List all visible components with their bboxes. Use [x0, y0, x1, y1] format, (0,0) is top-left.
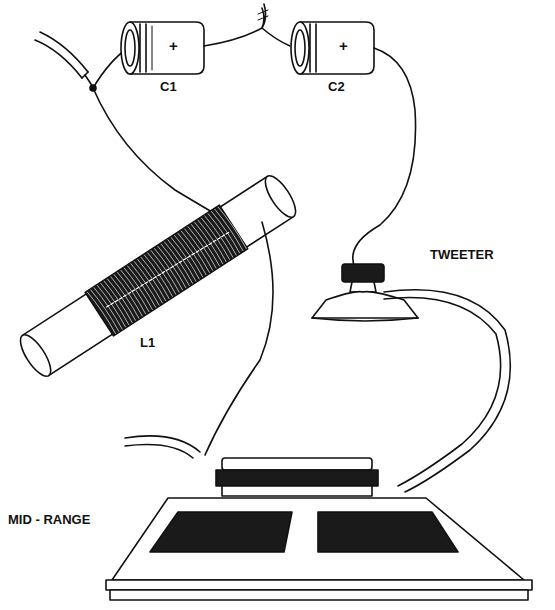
mid-range-speaker [106, 458, 532, 600]
part-label: L1 [140, 336, 155, 349]
output-cable [125, 436, 200, 452]
twisted-wire [258, 10, 268, 20]
capacitor-c1 [121, 22, 204, 74]
inductor-l1 [14, 170, 302, 382]
output-cable [125, 445, 193, 459]
cable [384, 290, 510, 492]
coil-winding [215, 208, 244, 251]
wire [93, 88, 212, 212]
part-label: TWEETER [430, 248, 494, 261]
polarity-mark: + [338, 38, 349, 53]
coil-winding [218, 206, 247, 249]
input-cable [40, 32, 88, 72]
part-label: C2 [328, 80, 345, 93]
twisted-wire [204, 4, 266, 46]
wire [205, 222, 273, 455]
wire [262, 28, 290, 46]
capacitor-c2 [291, 22, 374, 74]
tweeter-speaker [312, 264, 418, 321]
coil-highlight [107, 229, 230, 311]
cable [384, 297, 501, 486]
part-label: C1 [160, 80, 177, 93]
polarity-mark: + [168, 38, 179, 53]
wire [353, 48, 416, 268]
part-label: MID - RANGE [8, 513, 90, 526]
input-cable [35, 40, 82, 78]
